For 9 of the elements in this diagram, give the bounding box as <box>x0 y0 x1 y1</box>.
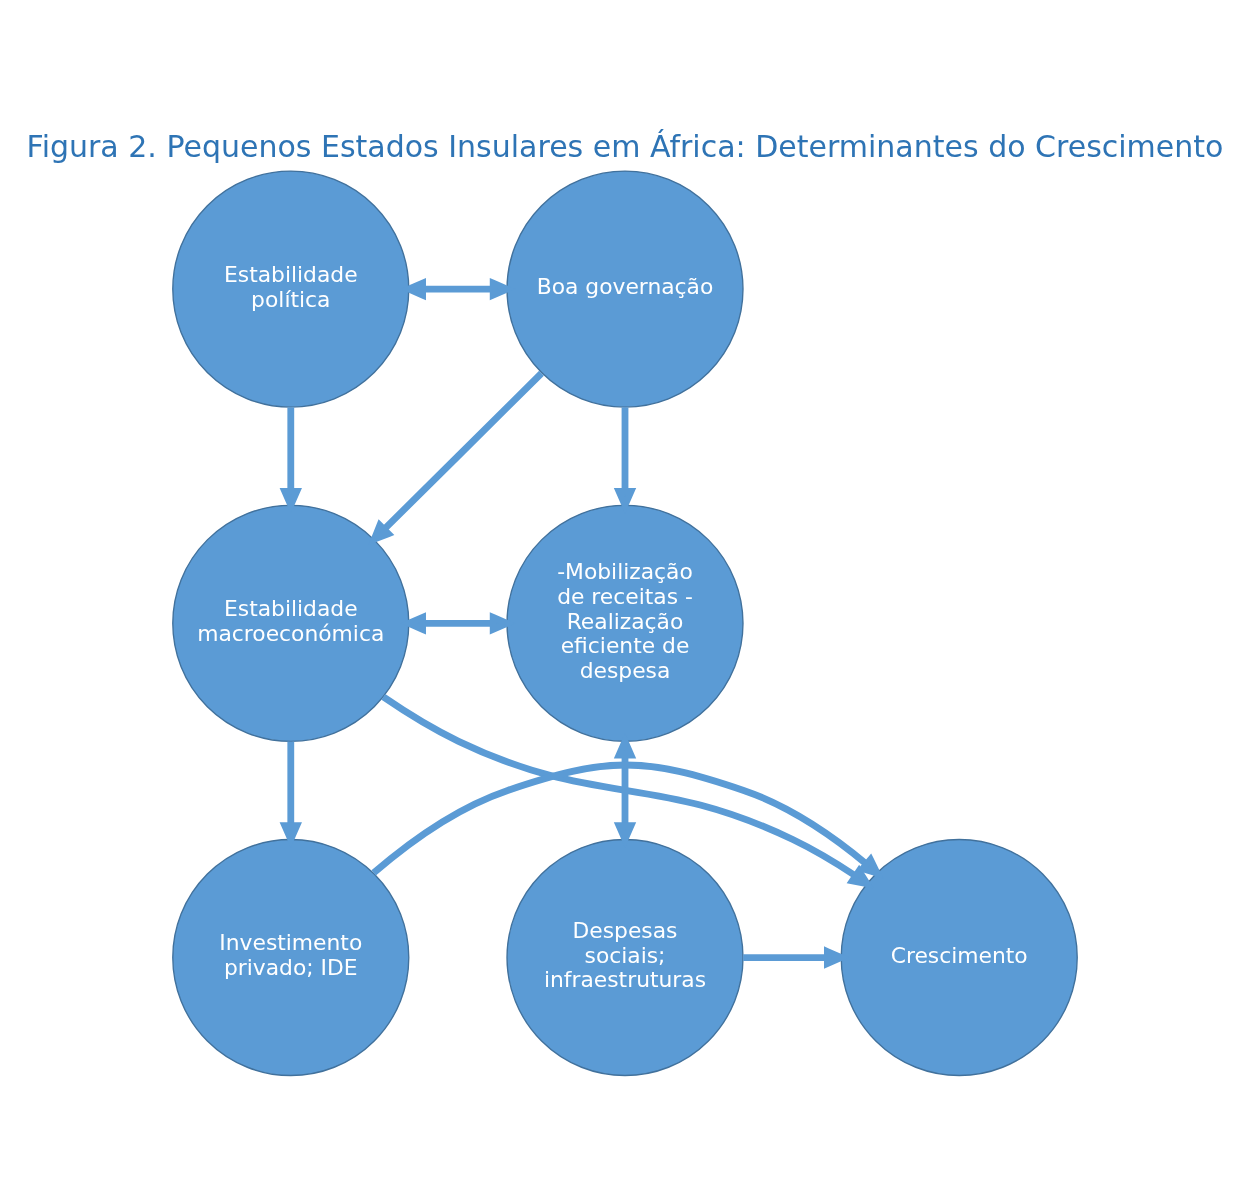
node-circle: Crescimento <box>840 838 1078 1076</box>
node-circle: Estabilidade macroeconómica <box>172 504 410 742</box>
arrow <box>368 370 544 545</box>
diagram-title: Figura 2. Pequenos Estados Insulares em África: Determinantes do Crescimento <box>26 128 1224 164</box>
node-circle: Investimento privado; IDE <box>172 838 410 1076</box>
node-circle: Boa governação <box>506 169 744 408</box>
node-circle: Estabilidade política <box>172 169 410 408</box>
node-circle: -Mobilização de receitas - Realização eficiente de despesa <box>506 504 744 742</box>
node-circle: Despesas sociais; infraestruturas <box>506 838 744 1076</box>
